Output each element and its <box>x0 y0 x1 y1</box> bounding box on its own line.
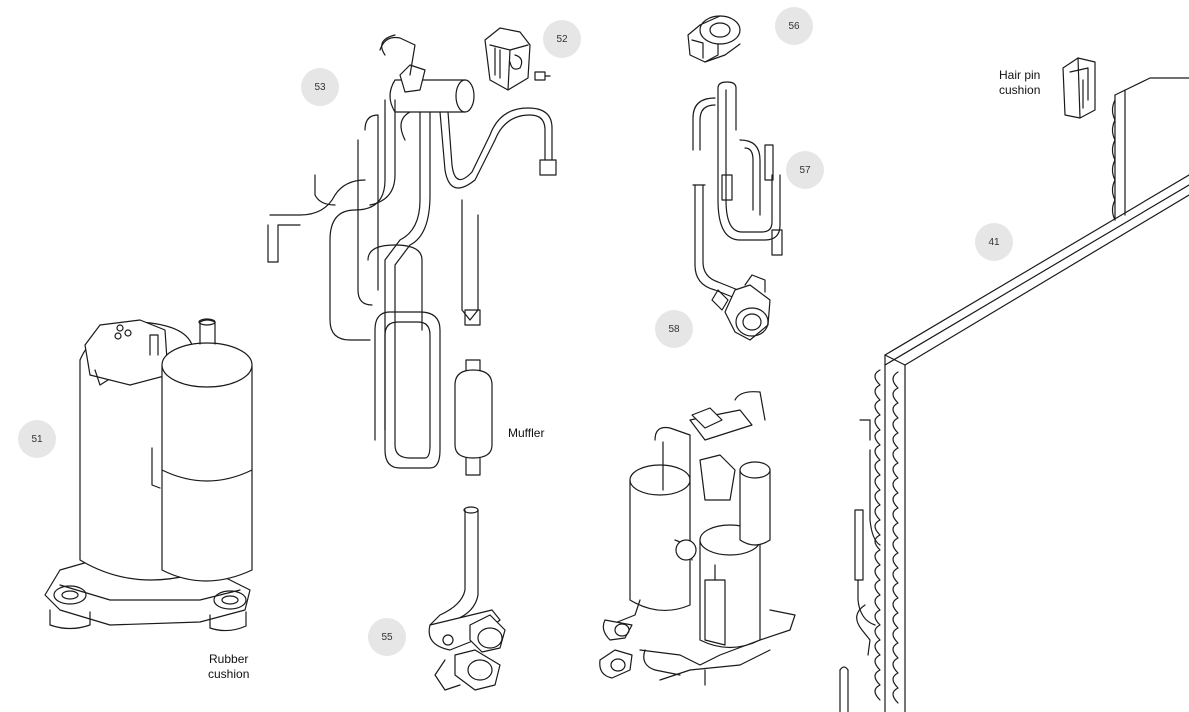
hair-pin-cushion-part <box>1062 57 1096 119</box>
coil-part <box>484 27 551 91</box>
rubber-cushion-label: Rubber cushion <box>208 652 250 681</box>
assembled-unit <box>599 391 796 686</box>
callout-51: 51 <box>18 420 56 458</box>
compressor-part <box>44 318 253 632</box>
coil-part-2 <box>687 15 741 63</box>
hair-pin-cushion-label: Hair pin cushion <box>999 68 1041 97</box>
callout-41: 41 <box>975 223 1013 261</box>
callout-56: 56 <box>775 7 813 45</box>
callout-57: 57 <box>786 151 824 189</box>
muffler-label: Muffler <box>508 426 545 440</box>
muffler-part <box>454 359 493 476</box>
piping-assembly-part <box>267 34 557 469</box>
condenser-coil-part <box>839 77 1189 712</box>
tube-assembly-part <box>692 81 783 341</box>
service-valve-part <box>428 506 506 691</box>
callout-58: 58 <box>655 310 693 348</box>
callout-55: 55 <box>368 618 406 656</box>
callout-53: 53 <box>301 68 339 106</box>
callout-52: 52 <box>543 20 581 58</box>
